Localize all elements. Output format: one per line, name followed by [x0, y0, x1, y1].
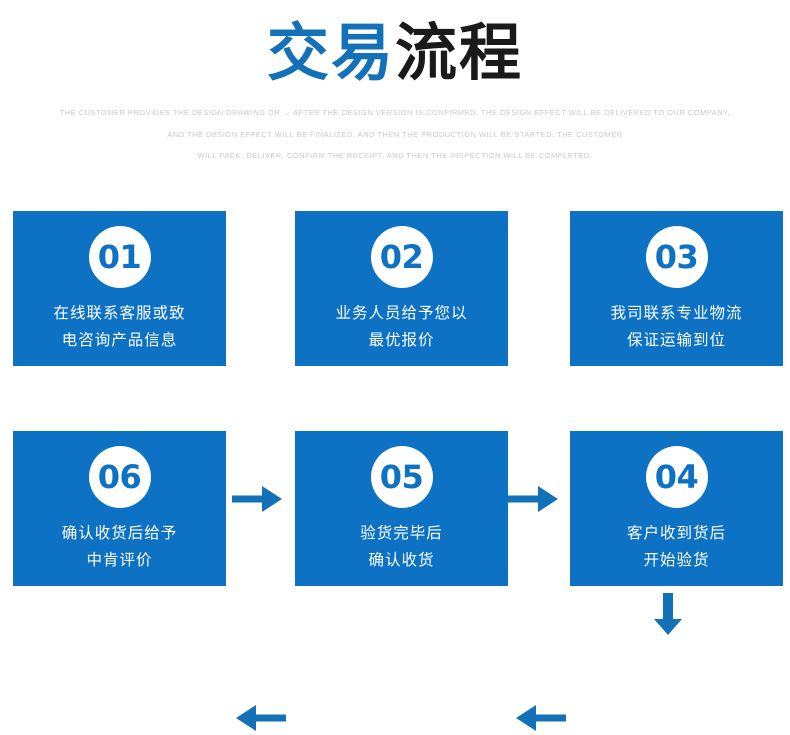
- step-number-badge-06: 06: [88, 446, 151, 508]
- step-box-01[interactable]: 01 在线联系客服或致 电咨询产品信息: [13, 211, 226, 366]
- step-description-line-1: 确认收货后给予: [61, 524, 178, 542]
- subtitle-line-3: WILL PACK, DELIVER, CONFIRM THE RECEIPT,…: [197, 151, 593, 160]
- arrow-right-icon: [232, 482, 284, 516]
- step-number-badge-04: 04: [645, 446, 708, 508]
- page-header: 交易流程 THE CUSTOMER PROVIDES THE DESIGN DR…: [0, 0, 790, 167]
- subtitle-line-2: AND THE DESIGN EFFECT WILL BE FINALIZED,…: [167, 129, 623, 139]
- step-description-line-1: 验货完毕后: [360, 524, 443, 542]
- step-description-06: 确认收货后给予 中肯评价: [62, 520, 178, 574]
- step-number-label: 04: [654, 458, 699, 496]
- arrow-right-icon: [508, 482, 560, 516]
- step-description-line-1: 客户收到货后: [626, 524, 726, 542]
- step-description-line-2: 确认收货: [368, 551, 435, 569]
- step-number-label: 03: [654, 238, 699, 276]
- page-title-accent: 交易: [266, 16, 395, 89]
- step-number-label: 01: [97, 238, 142, 276]
- step-description-line-2: 最优报价: [368, 331, 435, 349]
- step-description-05: 验货完毕后 确认收货: [360, 520, 443, 574]
- step-box-03[interactable]: 03 我司联系专业物流 保证运输到位: [570, 211, 783, 366]
- step-description-line-2: 电咨询产品信息: [61, 331, 178, 349]
- step-number-badge-01: 01: [88, 226, 151, 288]
- step-description-02: 业务人员给予您以 最优报价: [335, 300, 467, 354]
- step-number-label: 02: [379, 238, 424, 276]
- step-box-04[interactable]: 04 客户收到货后 开始验货: [570, 431, 783, 586]
- page-title: 交易流程: [0, 18, 790, 88]
- step-description-line-1: 业务人员给予您以: [335, 304, 468, 322]
- step-number-badge-05: 05: [370, 446, 433, 508]
- step-description-04: 客户收到货后 开始验货: [627, 520, 726, 574]
- step-description-03: 我司联系专业物流 保证运输到位: [610, 300, 742, 354]
- arrow-left-icon: [234, 701, 286, 735]
- subtitle-line-1: THE CUSTOMER PROVIDES THE DESIGN DRAWING…: [59, 108, 731, 117]
- step-description-line-2: 保证运输到位: [626, 331, 726, 349]
- step-description-01: 在线联系客服或致 电咨询产品信息: [53, 300, 185, 354]
- step-description-line-2: 中肯评价: [86, 551, 153, 569]
- step-description-line-1: 我司联系专业物流: [610, 304, 743, 322]
- step-description-line-2: 开始验货: [643, 551, 710, 569]
- process-flow-diagram: 01 在线联系客服或致 电咨询产品信息 02 业务人员给予您以 最优报价 03 …: [0, 211, 790, 731]
- step-box-06[interactable]: 06 确认收货后给予 中肯评价: [13, 431, 226, 586]
- arrow-down-icon: [651, 593, 685, 637]
- step-description-line-1: 在线联系客服或致: [53, 304, 186, 322]
- subtitle-block: THE CUSTOMER PROVIDES THE DESIGN DRAWING…: [0, 102, 790, 167]
- step-number-label: 06: [97, 458, 142, 496]
- step-box-05[interactable]: 05 验货完毕后 确认收货: [295, 431, 508, 586]
- step-number-label: 05: [379, 458, 424, 496]
- step-number-badge-03: 03: [645, 226, 708, 288]
- step-number-badge-02: 02: [370, 226, 433, 288]
- step-box-02[interactable]: 02 业务人员给予您以 最优报价: [295, 211, 508, 366]
- arrow-left-icon: [514, 701, 566, 735]
- page-title-rest: 流程: [395, 16, 524, 89]
